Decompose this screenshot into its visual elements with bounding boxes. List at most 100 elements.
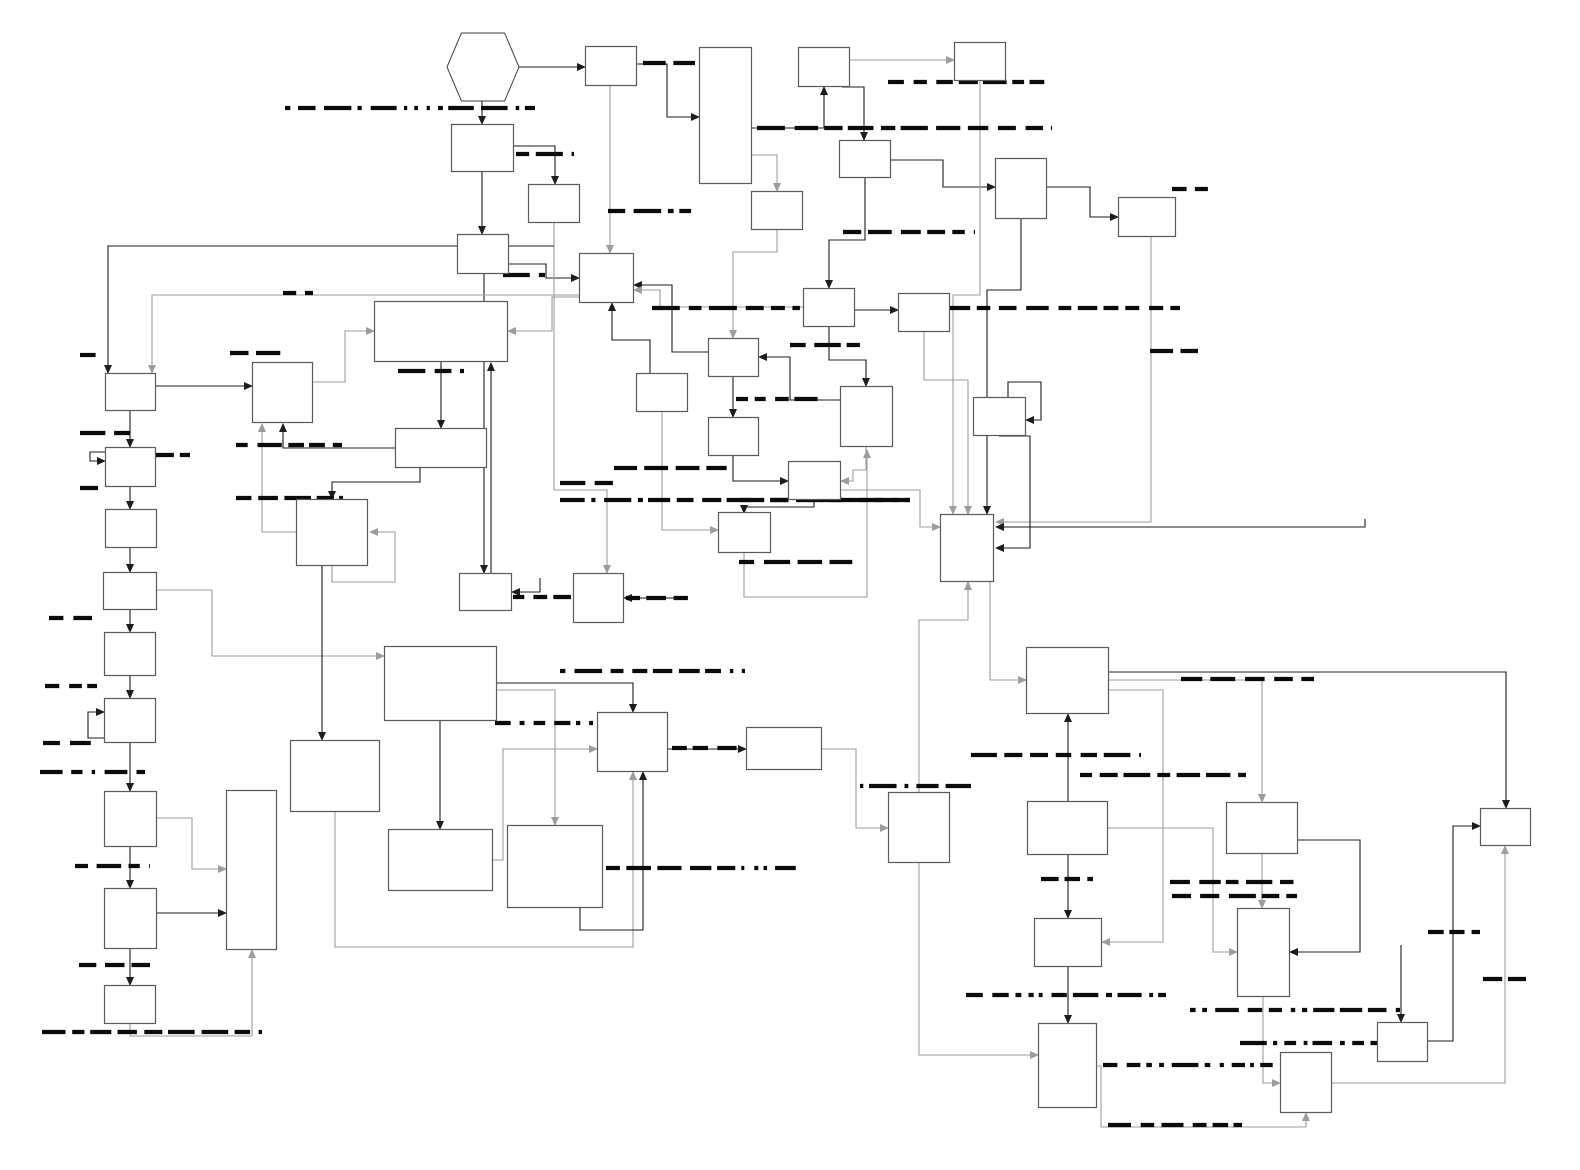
- redacted-text-bar: [484, 51, 490, 56]
- flow-node-n39[interactable]: [225, 789, 278, 951]
- redacted-text-bar: [299, 767, 369, 772]
- flow-node-n43[interactable]: [506, 824, 604, 909]
- redacted-text-bar: [600, 594, 605, 598]
- redacted-text-bar: [1493, 816, 1517, 819]
- flow-node-n29[interactable]: [104, 446, 157, 488]
- flow-node-n13[interactable]: [578, 252, 635, 304]
- redacted-text-bar: [581, 847, 595, 852]
- redacted-text-bar: [1051, 1050, 1081, 1055]
- flow-node-n38[interactable]: [103, 984, 157, 1025]
- redacted-text-bar: [470, 60, 484, 65]
- flow-node-n50[interactable]: [1033, 917, 1103, 968]
- redacted-text-bar: [391, 667, 480, 672]
- redacted-text-bar: [733, 443, 741, 448]
- flow-node-n34[interactable]: [103, 631, 157, 677]
- flow-node-n41[interactable]: [289, 739, 381, 813]
- node-shape: [1033, 917, 1103, 968]
- redacted-text-bar: [134, 732, 149, 736]
- flow-node-n07[interactable]: [527, 183, 581, 224]
- flow-node-n30[interactable]: [104, 508, 158, 549]
- flow-node-n23[interactable]: [972, 396, 1027, 437]
- redacted-text-bar: [1257, 810, 1283, 814]
- flow-node-n03[interactable]: [698, 46, 753, 185]
- start-hexagon[interactable]: [446, 32, 520, 102]
- flow-node-n17[interactable]: [635, 372, 689, 413]
- redacted-text-bar: [1042, 809, 1056, 813]
- flow-node-n25[interactable]: [251, 361, 314, 424]
- flow-node-n53[interactable]: [1279, 1051, 1333, 1114]
- flow-node-n27[interactable]: [295, 498, 369, 567]
- flow-node-n36[interactable]: [103, 790, 158, 848]
- redacted-text-bar: [128, 710, 145, 713]
- redacted-text-bar: [399, 701, 468, 706]
- redacted-text-bar: [780, 204, 785, 207]
- redacted-text-bar: [1247, 972, 1262, 977]
- flow-node-n49[interactable]: [1225, 801, 1299, 855]
- redacted-text-bar: [407, 344, 443, 349]
- flow-node-n19[interactable]: [839, 385, 894, 448]
- flow-node-n12[interactable]: [456, 233, 510, 275]
- flow-node-n09[interactable]: [838, 139, 892, 179]
- redacted-text-bar: [642, 393, 654, 396]
- redacted-text-bar: [445, 855, 478, 859]
- redacted-text-bar: [1002, 192, 1026, 196]
- redacted-text-bar: [260, 385, 294, 389]
- flow-node-n16[interactable]: [707, 337, 760, 378]
- flow-node-n33[interactable]: [572, 572, 625, 624]
- flow-node-n05[interactable]: [953, 41, 1007, 82]
- redacted-text-bar: [344, 507, 359, 512]
- flow-node-n48[interactable]: [1026, 800, 1109, 856]
- redacted-text-bar: [725, 361, 735, 364]
- redacted-text-bar: [714, 356, 730, 359]
- redacted-text-bar: [387, 314, 489, 319]
- flow-node-n18[interactable]: [707, 416, 760, 457]
- flow-node-n20[interactable]: [787, 460, 842, 501]
- redacted-text-bar: [1272, 934, 1281, 939]
- flow-node-n28[interactable]: [104, 372, 157, 412]
- flow-node-n08[interactable]: [750, 190, 804, 231]
- redacted-text-bar: [1072, 702, 1088, 706]
- redacted-text-bar: [111, 1011, 128, 1016]
- edge-n16-n13: [633, 281, 708, 353]
- flow-node-n45[interactable]: [745, 726, 823, 771]
- redacted-text-bar: [353, 786, 359, 791]
- edge-n47-n49: [1109, 679, 1266, 803]
- redacted-text-bar: [865, 430, 878, 434]
- flow-node-n52[interactable]: [1037, 1022, 1098, 1109]
- flow-node-n46[interactable]: [887, 791, 951, 864]
- flow-node-n54[interactable]: [1376, 1021, 1429, 1063]
- flow-node-n14[interactable]: [802, 287, 856, 328]
- flow-node-n44[interactable]: [596, 711, 669, 773]
- flow-node-n35[interactable]: [103, 697, 157, 744]
- flow-node-n51[interactable]: [1236, 907, 1291, 998]
- redacted-text-bar: [982, 68, 988, 73]
- redacted-text-bar: [457, 861, 467, 865]
- flow-node-n22[interactable]: [939, 513, 995, 583]
- redacted-text-bar: [359, 533, 364, 538]
- flow-node-n10[interactable]: [994, 157, 1048, 220]
- flow-node-n42[interactable]: [387, 828, 494, 892]
- flow-node-n11[interactable]: [1117, 196, 1177, 238]
- flow-node-n21[interactable]: [717, 511, 772, 554]
- redacted-text-bar: [451, 344, 459, 349]
- flow-node-n15[interactable]: [897, 292, 951, 333]
- flow-node-n02[interactable]: [584, 45, 638, 87]
- redacted-text-bar: [761, 199, 770, 202]
- flow-node-n40[interactable]: [383, 645, 498, 722]
- flow-node-n06[interactable]: [450, 123, 515, 173]
- flow-node-n32[interactable]: [458, 572, 513, 612]
- edge-n45-n46: [822, 748, 889, 832]
- flow-node-n55[interactable]: [1479, 807, 1532, 847]
- flow-node-n31[interactable]: [102, 571, 158, 611]
- flow-node-n24[interactable]: [373, 300, 509, 363]
- flow-node-n47[interactable]: [1025, 646, 1110, 715]
- redacted-text-bar: [1049, 1037, 1087, 1042]
- flow-node-n04[interactable]: [797, 46, 851, 88]
- redacted-text-bar: [474, 873, 489, 877]
- flow-node-n26[interactable]: [394, 427, 488, 469]
- redacted-text-bar: [585, 854, 601, 859]
- redacted-text-bar: [110, 932, 119, 936]
- flow-node-n37[interactable]: [103, 887, 158, 950]
- redacted-text-bar: [1075, 949, 1083, 954]
- redacted-text-bar: [906, 302, 927, 307]
